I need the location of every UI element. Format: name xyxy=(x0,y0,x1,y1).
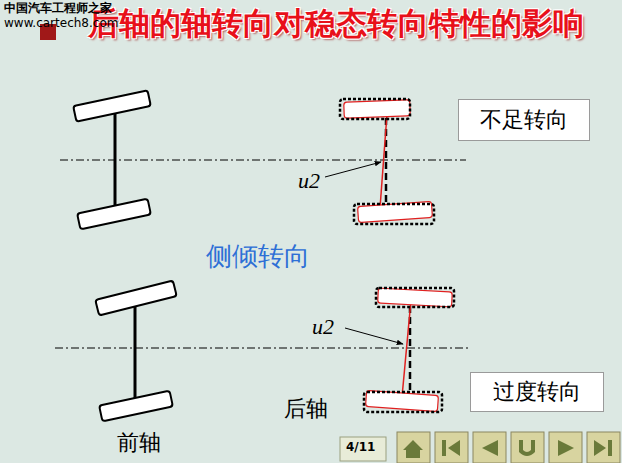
slide-title: 后轴的轴转向对稳态转向特性的影响 xyxy=(88,6,584,42)
rear-axle-understeer xyxy=(325,99,434,224)
navigation-bar xyxy=(340,432,620,463)
symbol-label: u2 xyxy=(298,168,320,193)
box-text: 不足转向 xyxy=(480,107,568,132)
part-name: 后轴 xyxy=(284,396,328,421)
watermark: 中国汽车工程师之家 xyxy=(4,2,112,16)
label-box: 过度转向 xyxy=(470,372,604,412)
center-line xyxy=(60,160,466,161)
center-line xyxy=(55,348,470,349)
part-name: 前轴 xyxy=(117,430,161,455)
front-axle-top xyxy=(73,90,151,229)
watermark: www.cartech8.com xyxy=(4,17,118,31)
front-axle-bottom xyxy=(95,281,176,422)
symbol-label: u2 xyxy=(312,314,334,339)
label-box: 不足转向 xyxy=(458,99,590,141)
section-label: 侧倾转向 xyxy=(206,242,310,272)
page-number: 4/11 xyxy=(346,441,375,455)
rear-axle-oversteer xyxy=(345,288,454,412)
box-text: 过度转向 xyxy=(493,379,581,404)
